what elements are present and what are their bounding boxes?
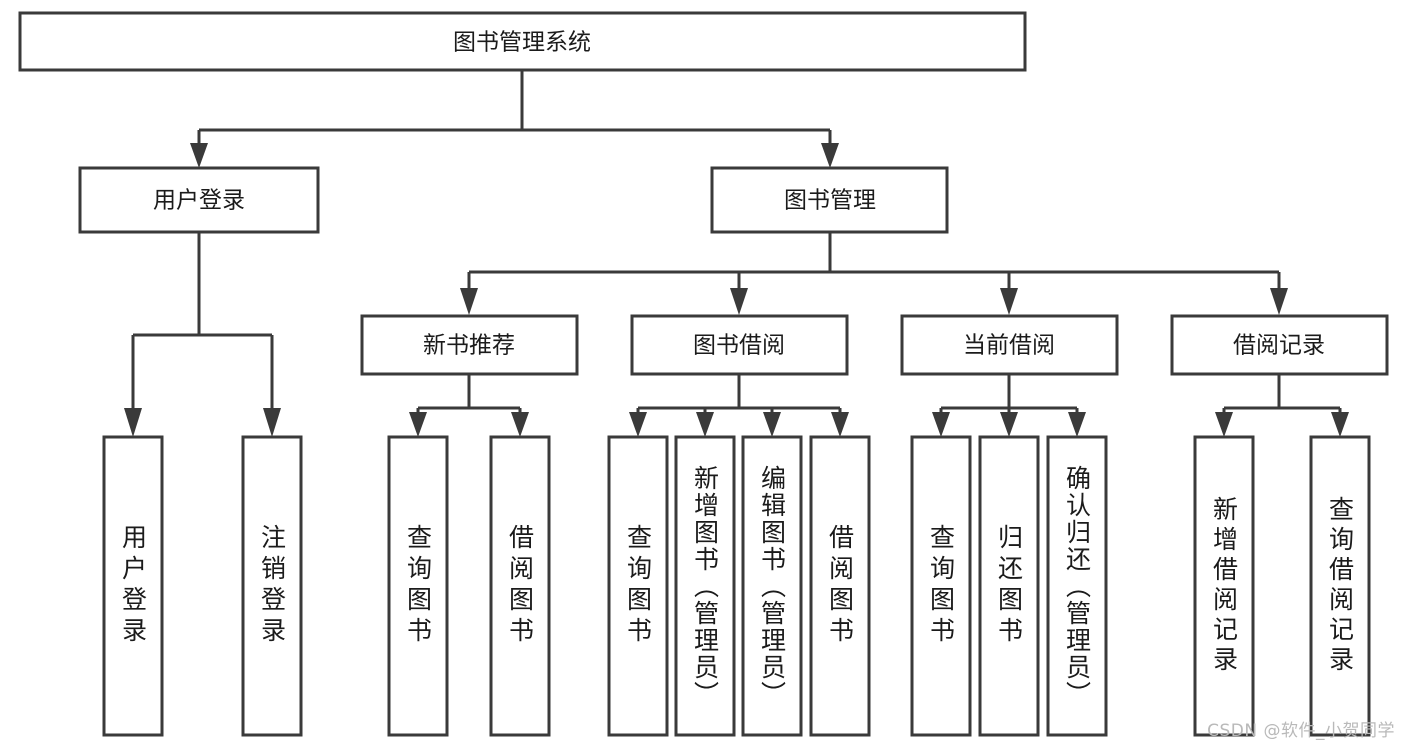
node-current-borrow[interactable]: 当前借阅 xyxy=(900,314,1119,376)
edges-layer xyxy=(124,70,1349,437)
arrow-head-book-borrow xyxy=(730,288,748,315)
arrow-head-leaf-logout xyxy=(263,408,281,437)
leaf-box-add-book-admin[interactable] xyxy=(674,435,736,737)
arrow-head-current-borrow xyxy=(1000,288,1018,315)
leaf-box-edit-book-admin[interactable] xyxy=(741,435,803,737)
leaf-box-borrow-book-2[interactable] xyxy=(809,435,871,737)
leaf-box-query-book-1[interactable] xyxy=(387,435,449,737)
leaf-box-confirm-return-admin[interactable] xyxy=(1046,435,1108,737)
leaf-box-query-book-2[interactable] xyxy=(607,435,669,737)
node-book-management-label: 图书管理 xyxy=(784,188,876,214)
leaf-box-return-book[interactable] xyxy=(978,435,1040,737)
arrow-head-leaf-user-login xyxy=(124,408,142,437)
node-borrow-record-box[interactable] xyxy=(1170,314,1389,376)
arrow-head-borrowrecord-leaf-2 xyxy=(1331,412,1349,437)
node-root-box[interactable] xyxy=(18,11,1027,72)
arrow-head-bookborrow-leaf-3 xyxy=(763,412,781,437)
leaf-box-logout[interactable] xyxy=(241,435,303,737)
node-book-borrow-box[interactable] xyxy=(630,314,849,376)
leaf-box-user-login[interactable] xyxy=(102,435,164,737)
node-borrow-record-label: 借阅记录 xyxy=(1233,333,1325,359)
node-book-borrow-label: 图书借阅 xyxy=(693,333,785,359)
node-user-login-label: 用户登录 xyxy=(153,188,245,214)
arrow-head-new-book-rec xyxy=(460,288,478,315)
watermark-credit: CSDN @软件_小贺同学 xyxy=(1207,721,1395,741)
node-user-login[interactable]: 用户登录 xyxy=(78,166,320,234)
arrow-head-bookborrow-leaf-4 xyxy=(831,412,849,437)
node-new-book-recommend-label: 新书推荐 xyxy=(423,333,515,359)
arrow-head-currentborrow-leaf-1 xyxy=(932,412,950,437)
node-root-label: 图书管理系统 xyxy=(453,30,591,56)
node-book-management[interactable]: 图书管理 xyxy=(710,166,949,234)
arrow-head-book-manage xyxy=(821,143,839,168)
leaf-box-borrow-book-1[interactable] xyxy=(489,435,551,737)
leaf-box-add-borrow-record[interactable] xyxy=(1193,435,1255,737)
node-new-book-recommend[interactable]: 新书推荐 xyxy=(360,314,579,376)
node-current-borrow-box[interactable] xyxy=(900,314,1119,376)
arrow-head-borrowrecord-leaf-1 xyxy=(1215,412,1233,437)
arrow-head-borrow-record xyxy=(1270,288,1288,315)
node-book-management-box[interactable] xyxy=(710,166,949,234)
node-book-borrow[interactable]: 图书借阅 xyxy=(630,314,849,376)
arrow-head-currentborrow-leaf-2 xyxy=(1000,412,1018,437)
node-user-login-box[interactable] xyxy=(78,166,320,234)
arrow-head-newbook-leaf-2 xyxy=(511,412,529,437)
arrow-head-bookborrow-leaf-2 xyxy=(696,412,714,437)
leaf-box-query-borrow-record[interactable] xyxy=(1309,435,1371,737)
leaf-boxes-layer xyxy=(102,435,1371,737)
node-root-book-management-system[interactable]: 图书管理系统 xyxy=(18,11,1027,72)
arrow-head-bookborrow-leaf-1 xyxy=(629,412,647,437)
arrow-head-newbook-leaf-1 xyxy=(409,412,427,437)
arrow-head-user-login xyxy=(190,143,208,168)
node-borrow-record[interactable]: 借阅记录 xyxy=(1170,314,1389,376)
arrow-head-currentborrow-leaf-3 xyxy=(1068,412,1086,437)
node-new-book-recommend-box[interactable] xyxy=(360,314,579,376)
node-current-borrow-label: 当前借阅 xyxy=(963,333,1055,359)
leaf-box-query-book-3[interactable] xyxy=(910,435,972,737)
